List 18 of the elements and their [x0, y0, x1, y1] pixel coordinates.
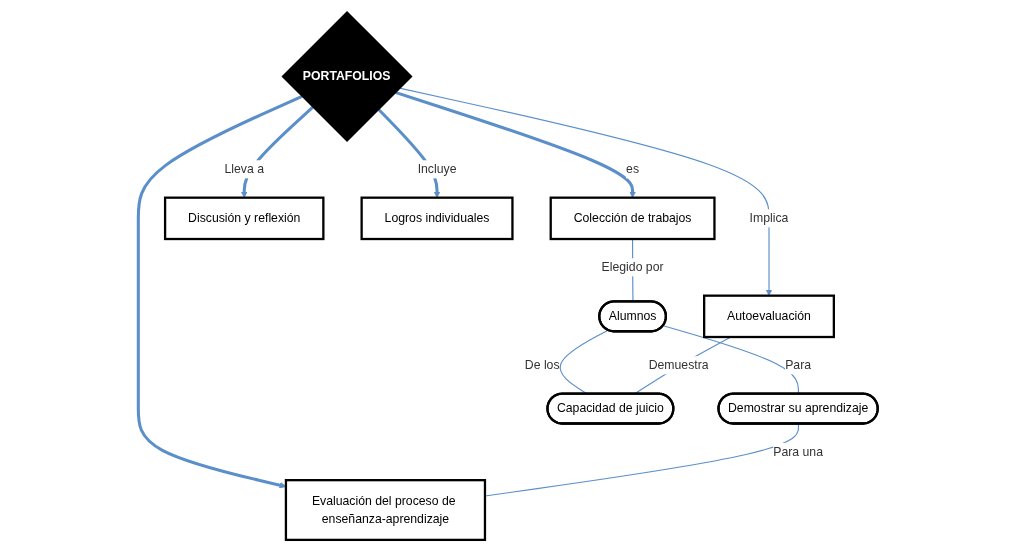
edge-label: Para una: [773, 444, 823, 458]
edge-label: De los: [524, 357, 560, 371]
edge-label: Implica: [749, 210, 789, 224]
arrow: [394, 90, 636, 198]
node-box: Evaluación del proceso de enseñanza-aprendizaje: [284, 478, 487, 541]
edge-label: Lleva a: [224, 161, 264, 175]
edge-label: Incluye: [417, 161, 457, 175]
edge-label: Demuestra: [648, 357, 709, 371]
edge-label: Elegido por: [601, 259, 664, 273]
node-box: Autoevaluación: [703, 294, 835, 338]
node-box: Logros individuales: [360, 196, 514, 240]
node-box: Colección de trabajos: [549, 196, 716, 240]
edge-label: Para: [785, 357, 812, 371]
edge-label: es: [626, 161, 640, 175]
node-diamond: PORTAFOLIOS: [281, 10, 413, 142]
arrow: [398, 87, 773, 296]
node-box: Discusión y reflexión: [163, 196, 325, 240]
arrow: [136, 94, 303, 488]
